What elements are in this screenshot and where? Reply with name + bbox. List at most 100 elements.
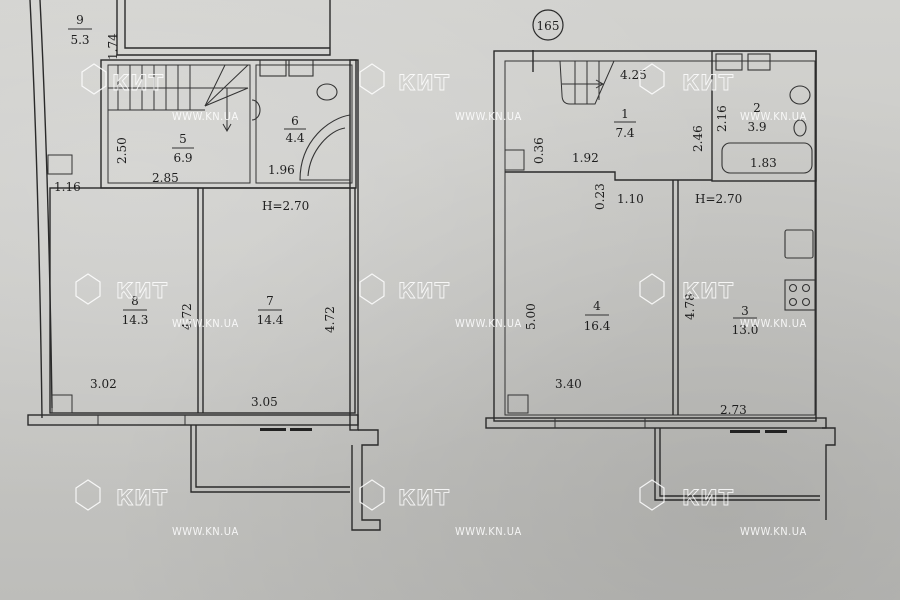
washer-icon — [747, 53, 771, 71]
kitchen-sink-icon — [784, 229, 814, 259]
watermark: КИТ WWW.KN.UA — [639, 273, 807, 330]
section-marker-circle — [532, 9, 564, 41]
room-1-bottom-wall — [505, 171, 712, 181]
left-balcony-inner — [195, 425, 350, 488]
column-box — [51, 394, 73, 414]
watermark: КИТ WWW.KN.UA — [639, 479, 806, 538]
dim-3-02: 3.02 — [90, 377, 117, 391]
radiator-icon — [290, 428, 312, 431]
dim-2-73: 2.73 — [720, 403, 747, 417]
dim-5-00: 5.00 — [524, 303, 538, 330]
watermark-url: WWW.KN.UA — [455, 317, 522, 330]
dim-2-85: 2.85 — [152, 171, 179, 185]
dim-1-83: 1.83 — [750, 156, 777, 170]
radiator-icon — [260, 428, 286, 431]
left-ceiling-height: H=2.70 — [262, 199, 309, 213]
right-balcony-inner — [659, 428, 820, 497]
right-facade-wall — [485, 417, 827, 429]
dim-1-92: 1.92 — [572, 151, 599, 165]
kit-logo-icon — [359, 479, 385, 511]
kit-logo-icon — [75, 273, 101, 305]
kit-logo-icon — [639, 273, 665, 305]
dim-0-23: 0.23 — [593, 183, 607, 210]
washer-icon — [715, 53, 743, 71]
watermark-brand: КИТ — [398, 71, 450, 95]
watermark-url: WWW.KN.UA — [172, 317, 239, 330]
bathtub-icon — [721, 142, 813, 174]
kit-logo-icon — [75, 479, 101, 511]
staircase-icon — [559, 60, 615, 105]
left-right-wall — [349, 59, 359, 431]
room-9-area: 5.3 — [70, 33, 89, 47]
dim-2-50: 2.50 — [115, 137, 129, 164]
left-top-notch — [116, 0, 331, 56]
radiator-icon — [730, 430, 760, 433]
watermark: КИТ WWW.KN.UA — [75, 273, 239, 330]
watermark-url: WWW.KN.UA — [740, 317, 807, 330]
column-box — [507, 394, 529, 414]
room-3-area: 13.0 — [732, 323, 759, 337]
shaft-box — [47, 154, 73, 175]
watermark: КИТ WWW.KN.UA — [639, 63, 806, 123]
watermark-url: WWW.KN.UA — [455, 525, 522, 538]
room-4-number: 4 — [593, 299, 601, 313]
room-3-number: 3 — [741, 304, 749, 318]
dim-0-36: 0.36 — [532, 137, 546, 164]
section-marker-label: 165 — [537, 19, 560, 33]
right-inner-outline — [504, 60, 816, 416]
watermark-brand: КИТ — [116, 279, 168, 303]
watermarks: КИТ WWW.KN.UA КИТ WWW.KN.UA КИТ WWW.KN.U… — [75, 63, 807, 538]
watermark-brand: КИТ — [682, 486, 734, 510]
room-1-area: 7.4 — [615, 126, 634, 140]
watermark-url: WWW.KN.UA — [172, 110, 239, 123]
room-6-area: 4.4 — [285, 131, 304, 145]
room-2-outline — [711, 50, 817, 182]
kit-logo-icon — [359, 273, 385, 305]
room-5-area: 6.9 — [173, 151, 192, 165]
right-plan: 165 — [485, 9, 836, 520]
watermark: КИТ WWW.KN.UA — [359, 273, 522, 330]
left-outer-wall-inner — [39, 0, 53, 409]
toilet-icon — [789, 85, 811, 105]
left-outer-wall — [29, 0, 43, 419]
dim-1-16: 1.16 — [54, 180, 81, 194]
room-8-number: 8 — [131, 294, 139, 308]
watermark-brand: КИТ — [116, 486, 168, 510]
radiator-icon — [765, 430, 787, 433]
room-6-outline — [255, 64, 353, 184]
right-balcony-outline — [654, 428, 820, 501]
dim-3-40: 3.40 — [555, 377, 582, 391]
room-9-number: 9 — [76, 13, 84, 27]
kit-logo-icon — [639, 63, 665, 95]
room-4-area: 16.4 — [584, 319, 611, 333]
watermark: КИТ WWW.KN.UA — [81, 63, 239, 123]
room-8-area: 14.3 — [122, 313, 149, 327]
watermark-brand: КИТ — [398, 279, 450, 303]
kit-logo-icon — [81, 63, 107, 95]
room-5-outline — [107, 64, 251, 184]
kit-logo-icon — [639, 479, 665, 511]
left-plan: 9 5.3 1.74 5 6.9 2.50 2.85 6 4.4 1.96 1.… — [27, 0, 381, 531]
watermark-brand: КИТ — [682, 279, 734, 303]
watermark: КИТ WWW.KN.UA — [359, 479, 522, 538]
room-7-number: 7 — [266, 294, 274, 308]
dim-2-16: 2.16 — [715, 105, 729, 132]
dim-4-72-a: 4.72 — [180, 303, 194, 330]
dim-1-10: 1.10 — [617, 192, 644, 206]
dim-3-05: 3.05 — [251, 395, 278, 409]
room-2-number: 2 — [753, 101, 761, 115]
sink-icon — [793, 119, 807, 137]
watermark-brand: КИТ — [398, 486, 450, 510]
room-2-area: 3.9 — [747, 120, 766, 134]
left-facade-wall — [27, 414, 359, 426]
right-ceiling-height: H=2.70 — [695, 192, 742, 206]
left-balcony-outline — [190, 425, 350, 493]
staircase-icon — [108, 64, 249, 133]
watermark-brand: КИТ — [682, 71, 734, 95]
dim-1-74: 1.74 — [106, 33, 120, 60]
watermark-url: WWW.KN.UA — [455, 110, 522, 123]
watermark: КИТ WWW.KN.UA — [75, 479, 238, 538]
dim-1-96: 1.96 — [268, 163, 295, 177]
room-1-number: 1 — [621, 107, 629, 121]
dim-2-46: 2.46 — [691, 125, 705, 152]
